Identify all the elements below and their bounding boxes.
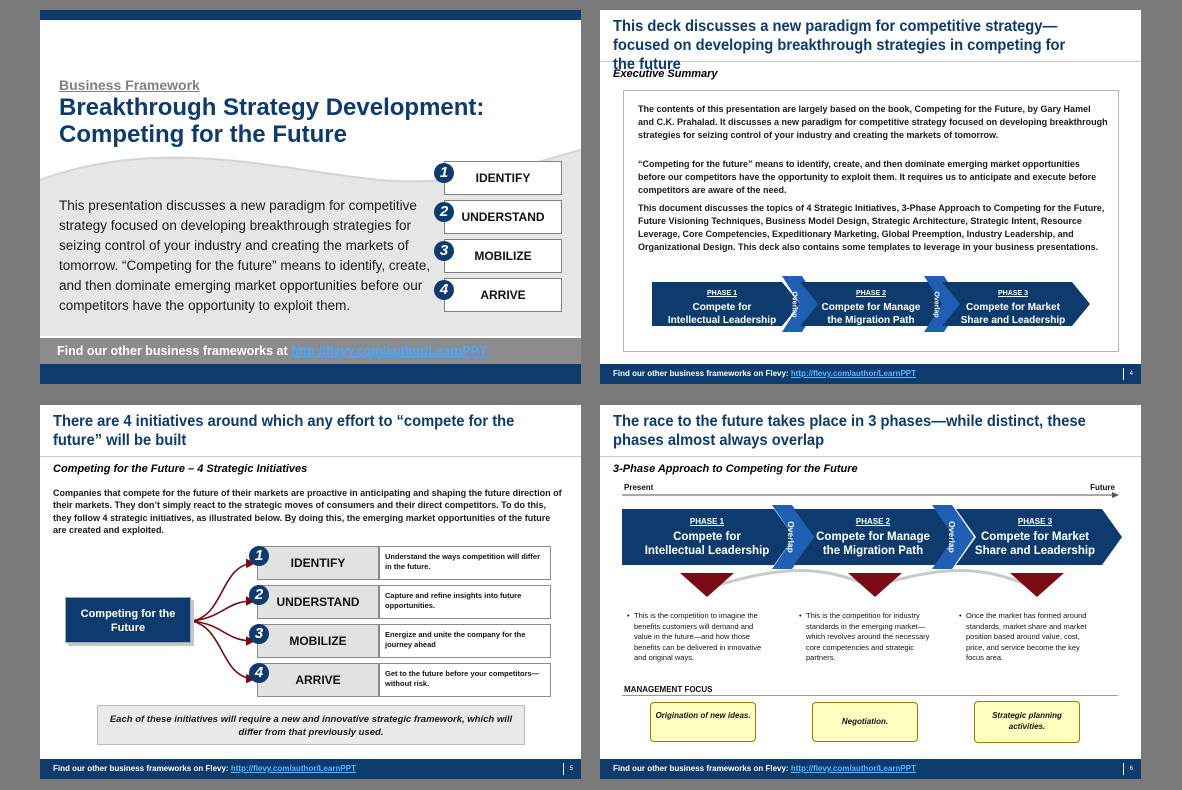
bottom-stripe [40, 364, 581, 384]
step-arrive: ARRIVE [444, 278, 562, 312]
management-focus-divider [622, 695, 1118, 696]
slide-three-phases: The race to the future takes place in 3 … [600, 405, 1141, 779]
slide-subtitle: Executive Summary [613, 68, 718, 80]
initiative-identify: IDENTIFY [257, 546, 379, 580]
footer-link[interactable]: http://flevy.com/author/LearnPPT [790, 764, 917, 773]
slide-subtitle: Competing for the Future – 4 Strategic I… [53, 463, 308, 475]
focus-phase-2: Negotiation. [812, 702, 918, 742]
slide-executive-summary: This deck discusses a new paradigm for c… [600, 10, 1141, 384]
footer-text: Find our other business frameworks on Fl… [613, 369, 791, 378]
title-bar: There are 4 initiatives around which any… [40, 405, 581, 457]
number-badge-1: 1 [434, 163, 454, 183]
page-number: 5 [562, 763, 573, 775]
main-title-line-1: Breakthrough Strategy Development: [59, 94, 485, 121]
management-focus-heading: MANAGEMENT FOCUS [624, 685, 713, 694]
future-label: Future [1090, 483, 1115, 492]
footer: Find our other business frameworks on Fl… [600, 759, 1141, 779]
number-badge-2: 2 [249, 585, 269, 605]
step-understand: UNDERSTAND [444, 200, 562, 234]
top-stripe [40, 10, 581, 20]
footer-text: Find our other business frameworks on Fl… [613, 764, 791, 773]
slide-subtitle: 3-Phase Approach to Competing for the Fu… [613, 463, 858, 475]
description: This presentation discusses a new paradi… [59, 198, 431, 313]
initiative-desc-mobilize: Energize and unite the company for the j… [379, 624, 551, 658]
initiative-desc-identify: Understand the ways competition will dif… [379, 546, 551, 580]
phase-chevron-graphic [652, 276, 1090, 332]
initiative-mobilize: MOBILIZE [257, 624, 379, 658]
overlap-label-2: Overlap [932, 291, 940, 318]
slide-title: The race to the future takes place in 3 … [613, 413, 1086, 449]
slide-title: There are 4 initiatives around which any… [53, 413, 515, 449]
footer: Find our other business frameworks on Fl… [600, 364, 1141, 384]
connector-arrows [191, 558, 256, 684]
number-badge-3: 3 [249, 624, 269, 644]
kicker: Business Framework [59, 77, 200, 93]
initiative-understand: UNDERSTAND [257, 585, 379, 619]
timeline-arrow [622, 492, 1119, 498]
phase-3-bullet: •Once the market has formed around stand… [959, 611, 1087, 662]
find-frameworks-bar: Find our other business frameworks at ht… [40, 338, 581, 364]
slide-four-initiatives: There are 4 initiatives around which any… [40, 405, 581, 779]
footer-link[interactable]: http://flevy.com/author/LearnPPT [790, 369, 917, 378]
summary-paragraph-1: The contents of this presentation are la… [638, 104, 1108, 140]
main-title-line-2: Competing for the Future [59, 121, 347, 148]
intro-paragraph: Companies that compete for the future of… [53, 488, 562, 535]
number-badge-1: 1 [249, 546, 269, 566]
initiative-arrive: ARRIVE [257, 663, 379, 697]
slide-title-page: Business Framework Breakthrough Strategy… [40, 10, 581, 384]
find-frameworks-text: Find our other business frameworks at [57, 344, 292, 358]
summary-paragraph-3: This document discusses the topics of 4 … [638, 203, 1105, 252]
phase-1-bullet: •This is the competition to imagine the … [627, 611, 762, 662]
footer-link[interactable]: http://flevy.com/author/LearnPPT [230, 764, 357, 773]
number-badge-2: 2 [434, 202, 454, 222]
overlap-label-2: Overlap [946, 521, 957, 553]
page-number: 4 [1122, 368, 1133, 380]
step-mobilize: MOBILIZE [444, 239, 562, 273]
number-badge-3: 3 [434, 241, 454, 261]
title-bar: The race to the future takes place in 3 … [600, 405, 1141, 457]
footer-text: Find our other business frameworks on Fl… [53, 764, 231, 773]
phase-2-bullet: •This is the competition for industry st… [799, 611, 930, 662]
overlap-label-1: Overlap [785, 521, 796, 553]
slide-title: This deck discusses a new paradigm for c… [613, 18, 1066, 73]
present-label: Present [624, 483, 654, 492]
initiative-desc-arrive: Get to the future before your competitor… [379, 663, 551, 697]
overlap-label-1: Overlap [790, 291, 798, 318]
initiatives-note: Each of these initiatives will require a… [97, 705, 525, 745]
title-bar: This deck discusses a new paradigm for c… [600, 10, 1141, 73]
step-identify: IDENTIFY [444, 161, 562, 195]
initiative-desc-understand: Capture and refine insights into future … [379, 585, 551, 619]
page-number: 6 [1122, 763, 1133, 775]
phase-chevron-graphic [622, 505, 1122, 597]
focus-phase-1: Origination of new ideas. [650, 702, 756, 742]
competing-for-the-future-box: Competing for the Future [65, 597, 191, 643]
main-title: Breakthrough Strategy Development: Compe… [59, 94, 484, 148]
number-badge-4: 4 [434, 280, 454, 300]
number-badge-4: 4 [249, 663, 269, 683]
find-frameworks-link[interactable]: http://flevy.com/author/LearnPPT [291, 344, 487, 358]
summary-paragraph-2: “Competing for the future” means to iden… [638, 159, 1097, 195]
focus-phase-3: Strategic planning activities. [974, 701, 1080, 743]
footer: Find our other business frameworks on Fl… [40, 759, 581, 779]
